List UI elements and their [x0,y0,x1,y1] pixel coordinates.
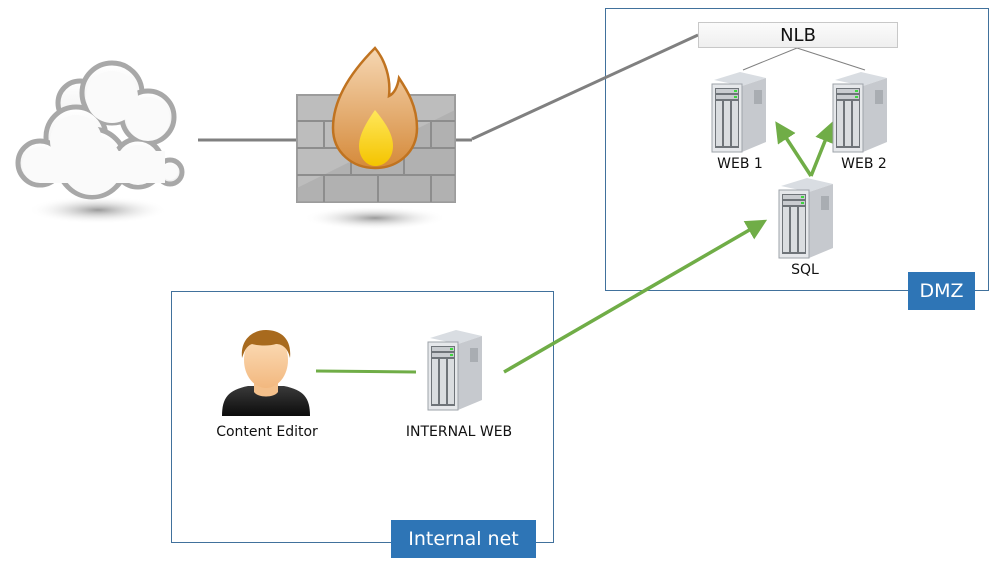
arrow-sql-web1 [775,121,813,177]
user-icon [222,330,310,416]
server-icon-sql [778,178,833,259]
link-nlb-web1 [742,47,798,71]
dmz-zone [605,8,989,291]
arrow-sql-web2 [809,121,835,177]
firewall-icon [296,46,456,230]
web1-label: WEB 1 [717,156,763,172]
nlb-node: NLB [698,22,898,48]
server-icon-web1 [711,72,766,153]
cloud-icon [15,60,185,224]
dmz-zone-label: DMZ [908,272,975,310]
server-icon-web2 [832,72,887,153]
internal-zone-label: Internal net [391,520,536,558]
arrow-internalweb-sql [503,219,768,374]
sql-label: SQL [791,262,819,278]
internal-web-label: INTERNAL WEB [405,424,513,440]
content-editor-label: Content Editor [216,424,318,440]
internal-zone [171,291,554,543]
link-editor-internalweb [315,369,417,374]
link-nlb-web2 [796,47,866,71]
link-firewall-nlb [471,33,699,141]
web2-label: WEB 2 [841,156,887,172]
server-icon-internal-web [427,330,482,411]
